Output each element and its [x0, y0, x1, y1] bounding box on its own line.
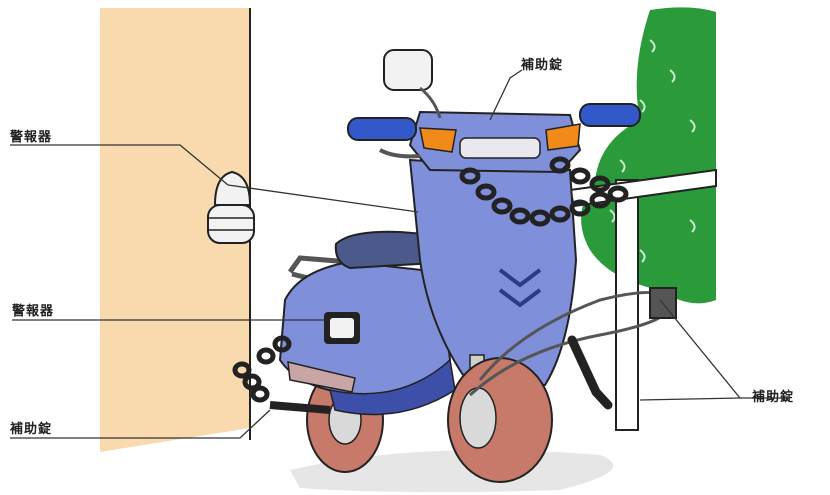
rear-lock-bar: [270, 405, 330, 410]
alarm-box-face: [330, 318, 354, 338]
right-grip: [580, 104, 640, 126]
post: [616, 180, 638, 430]
callout-aux-lock-right: 補助錠: [752, 386, 794, 405]
mirror: [384, 50, 432, 90]
front-hub: [460, 388, 496, 448]
tree: [581, 7, 716, 303]
callout-aux-lock-bottom-left: 補助錠: [10, 418, 52, 437]
u-lock: [572, 340, 608, 405]
callout-alarm-top: 警報器: [10, 126, 52, 145]
callout-alarm-mid: 警報器: [12, 300, 54, 319]
callout-aux-lock-top: 補助錠: [521, 54, 563, 73]
headlight: [460, 138, 540, 158]
left-grip: [348, 118, 416, 140]
left-indicator: [420, 128, 456, 152]
